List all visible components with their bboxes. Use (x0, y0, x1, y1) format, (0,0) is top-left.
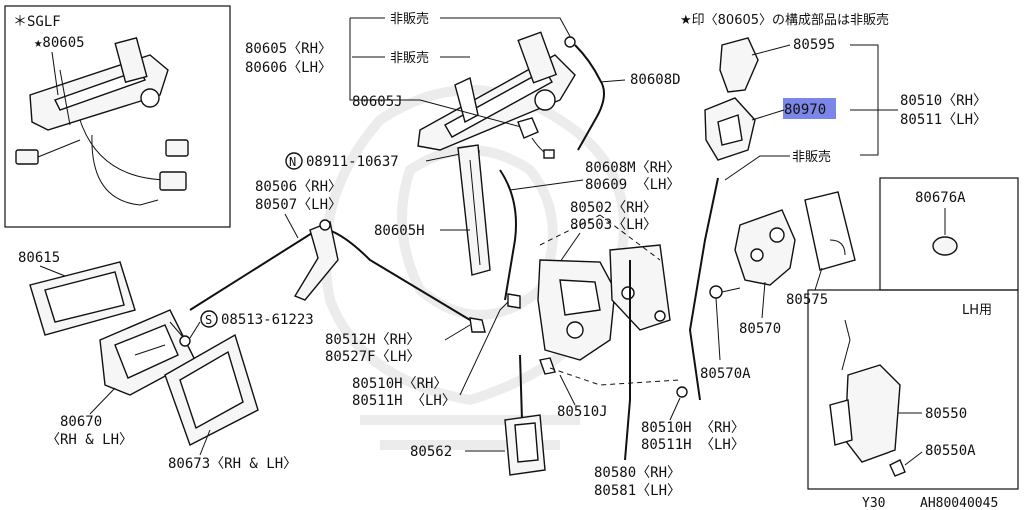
inset-part-label: ★80605 (34, 35, 85, 51)
label-80562: 80562 (410, 444, 452, 460)
label-80580: 80580〈RH〉 (594, 465, 681, 481)
label-80575: 80575 (786, 292, 828, 308)
actuator-80550 (829, 319, 901, 463)
outside-handle-assembly (417, 31, 576, 151)
label-80673: 80673〈RH & LH〉 (168, 456, 297, 472)
footer-model: Y30 (862, 496, 885, 510)
label-80570a: 80570A (700, 366, 751, 382)
label-80512h: 80512H〈RH〉 (325, 332, 420, 348)
screw-symbol: S (205, 313, 212, 327)
nut-symbol: N (289, 155, 296, 169)
label-80510h-2: 80510H 〈RH〉 (641, 420, 745, 436)
footer-code: AH80040045 (920, 496, 998, 510)
cap-80676a (932, 236, 958, 256)
label-80608m: 80608M〈RH〉 (585, 160, 680, 176)
inset-box (4, 5, 231, 228)
inset-leader (51, 51, 59, 96)
striker-80570 (734, 209, 796, 286)
rod-80580 (624, 260, 631, 461)
label-80550a: 80550A (925, 443, 976, 459)
label-80676a: 80676A (915, 190, 966, 206)
label-80581: 80581〈LH〉 (594, 483, 681, 499)
label-80502: 80502〈RH〉 (570, 200, 657, 216)
rod-80608d (574, 44, 605, 151)
label-80606-lh: 80606〈LH〉 (245, 60, 332, 76)
bracket-80605h (457, 144, 491, 276)
label-80511h: 80511H 〈LH〉 (352, 393, 456, 409)
inset-title: ＊SGLF (13, 14, 61, 30)
label-80670-sub: 〈RH & LH〉 (46, 432, 133, 448)
label-08911-10637: 08911-10637 (306, 154, 399, 170)
plate-80575 (804, 191, 856, 271)
label-80527f: 80527F〈LH〉 (325, 349, 420, 365)
label-80970: 80970 (784, 102, 826, 118)
label-80605-rh: 80605〈RH〉 (245, 41, 332, 57)
label-lh-use: LH用 (962, 303, 992, 318)
label-80511h-2: 80511H 〈LH〉 (641, 437, 745, 453)
door-latch-assembly (537, 244, 671, 361)
not-for-sale-1: 非販売 (390, 11, 429, 27)
label-80670: 80670 (60, 414, 102, 430)
not-for-sale-2: 非販売 (390, 50, 429, 66)
label-80511-lh: 80511〈LH〉 (900, 112, 987, 128)
escutcheon-80673 (164, 333, 259, 446)
label-80605j: 80605J (352, 94, 403, 110)
label-80608d: 80608D (630, 72, 681, 88)
note-not-for-sale: ★印〈80605〉の構成部品は非販売 (680, 12, 889, 28)
label-80609: 80609 〈LH〉 (585, 177, 680, 193)
label-80605h: 80605H (374, 223, 425, 239)
label-80550: 80550 (925, 406, 967, 422)
label-08513-61223: 08513-61223 (221, 312, 314, 328)
label-80506: 80506〈RH〉 (255, 179, 342, 195)
inside-handle-80670 (99, 309, 196, 396)
part-80595 (719, 37, 759, 93)
label-80615: 80615 (18, 250, 60, 266)
not-for-sale-3: 非販売 (792, 149, 831, 165)
label-80503: 80503〈LH〉 (570, 217, 657, 233)
label-80570: 80570 (739, 321, 781, 337)
inset-lh-box (807, 289, 1019, 490)
highlight-80970 (783, 98, 836, 119)
label-80510-rh: 80510〈RH〉 (900, 93, 987, 109)
inset-handle-assembly (15, 36, 189, 206)
label-80510j: 80510J (557, 404, 608, 420)
label-80507: 80507〈LH〉 (255, 197, 342, 213)
label-80595: 80595 (793, 37, 835, 53)
label-80510h: 80510H〈RH〉 (352, 376, 447, 392)
